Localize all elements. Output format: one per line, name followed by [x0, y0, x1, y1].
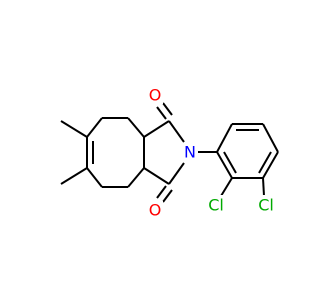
- nitrogen-atom-label: N: [184, 143, 196, 162]
- chlorine-atom-label: Cl: [258, 196, 274, 215]
- oxygen-atom-label: O: [149, 201, 162, 220]
- chemical-structure-diagram: O N O N Cl Cl: [0, 0, 300, 300]
- bond: [216, 151, 233, 179]
- bond: [86, 117, 103, 138]
- label-backdrop: [254, 195, 278, 213]
- chlorine-atom-label: Cl: [208, 196, 224, 215]
- bond: [143, 167, 170, 185]
- bond: [220, 177, 233, 197]
- bond: [216, 123, 233, 153]
- label-backdrop: [182, 143, 198, 161]
- bond: [262, 123, 279, 153]
- bond: [162, 102, 173, 116]
- bond: [168, 120, 185, 143]
- bond: [262, 177, 265, 197]
- bond: [143, 120, 170, 138]
- label-backdrop: [205, 195, 229, 213]
- bond: [156, 106, 167, 120]
- bond: [127, 167, 145, 188]
- bond: [168, 162, 185, 185]
- bond: [162, 189, 173, 203]
- atom-labels: O N O N Cl Cl: [147, 86, 278, 220]
- label-backdrop: [147, 201, 163, 219]
- bond: [127, 117, 145, 138]
- label-backdrop: [147, 86, 163, 104]
- bonds: [60, 102, 279, 203]
- bond: [60, 120, 88, 138]
- bond: [60, 167, 88, 185]
- bond: [223, 151, 237, 174]
- bond: [86, 167, 103, 188]
- oxygen-atom-label: O: [149, 86, 162, 105]
- bond: [258, 151, 272, 174]
- diagram-background: [0, 0, 300, 300]
- bond: [156, 185, 167, 199]
- bond: [262, 151, 279, 179]
